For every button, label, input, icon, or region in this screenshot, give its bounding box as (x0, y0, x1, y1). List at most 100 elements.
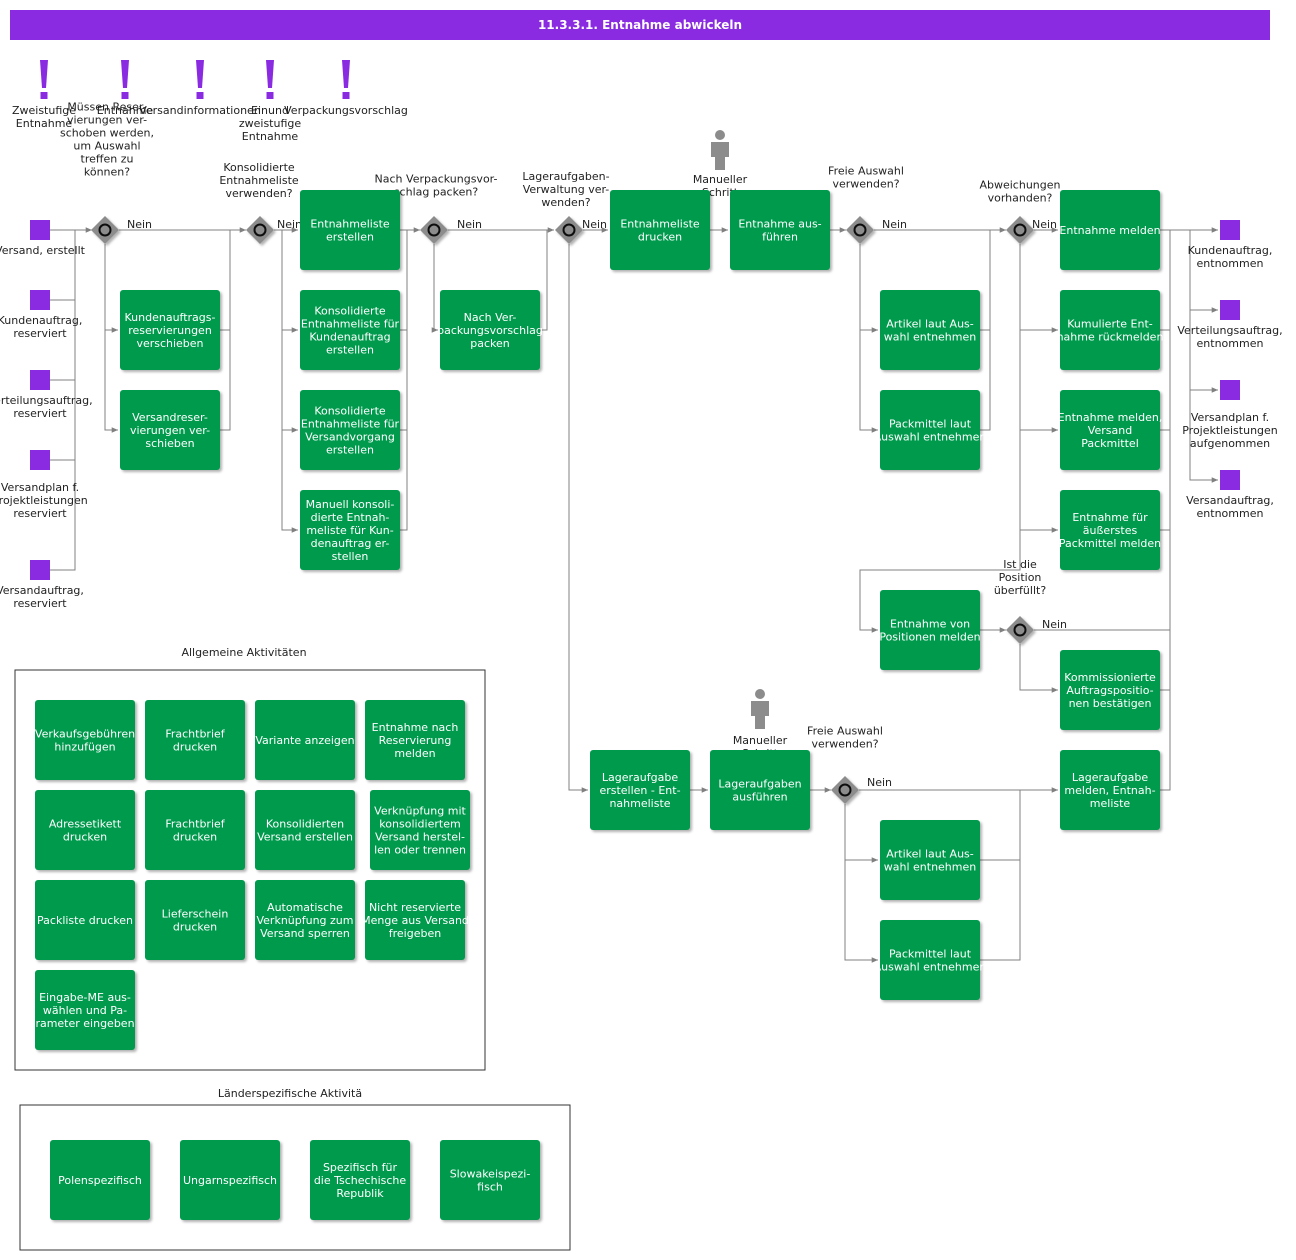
event-label: Kundenauftrag,entnommen (1188, 244, 1273, 270)
activity-label: Slowakeispezi-fisch (450, 1168, 531, 1194)
square-event-icon (1220, 300, 1240, 320)
activity-label: Artikel laut Aus-wahl entnehmen (884, 318, 977, 344)
activity-label: Ungarnspezifisch (183, 1174, 277, 1187)
gateway-g4[interactable]: Lageraufgaben-Verwaltung ver-wenden?Nein (522, 170, 610, 244)
end-event-e4[interactable]: Versandauftrag,entnommen (1186, 470, 1274, 520)
square-event-icon (30, 560, 50, 580)
general-activities-title: Allgemeine Aktivitäten (181, 646, 306, 659)
general-activity-ga9[interactable]: Packliste drucken (35, 880, 135, 960)
event-label: Versand, erstellt (0, 244, 86, 257)
start-event-s5[interactable]: Versandauftrag,reserviert (0, 560, 84, 610)
start-event-s2[interactable]: Kundenauftrag,reserviert (0, 290, 82, 340)
country-activity-ca4[interactable]: Slowakeispezi-fisch (440, 1140, 540, 1220)
activity-a12[interactable]: Entnahme melden (1059, 190, 1161, 270)
gateway-question: Müssen Reser-vierungen ver-schoben werde… (60, 101, 154, 179)
square-event-icon (30, 450, 50, 470)
start-event-s1[interactable]: Versand, erstellt (0, 220, 86, 257)
gateway-diamond-icon (420, 216, 448, 244)
event-label: Versandauftrag,entnommen (1186, 494, 1274, 520)
gateway-diamond-icon (1006, 616, 1034, 644)
start-event-s3[interactable]: Verteilungsauftrag,reserviert (0, 370, 93, 420)
gateway-g3[interactable]: Nach Verpackungsvor-schlag packen?Nein (375, 173, 498, 245)
trigger-t5: Verpackungsvorschlag (284, 60, 408, 117)
exclamation-icon (121, 60, 129, 99)
trigger-t3: Versandinformationen (139, 60, 261, 117)
activity-a20[interactable]: Artikel laut Aus-wahl entnehmen (880, 820, 980, 900)
general-activity-ga3[interactable]: Variante anzeigen (255, 700, 355, 780)
event-label: Versandauftrag,reserviert (0, 584, 84, 610)
end-event-e2[interactable]: Verteilungsauftrag,entnommen (1177, 300, 1283, 350)
gateway-diamond-icon (246, 216, 274, 244)
country-activity-ca2[interactable]: Ungarnspezifisch (180, 1140, 280, 1220)
activity-a2[interactable]: Versandreser-vierungen ver-schieben (120, 390, 220, 470)
activity-a10[interactable]: Artikel laut Aus-wahl entnehmen (880, 290, 980, 370)
general-activity-ga13[interactable]: Eingabe-ME aus-wählen und Pa-rameter ein… (35, 970, 135, 1050)
activity-label: Eingabe-ME aus-wählen und Pa-rameter ein… (35, 991, 134, 1030)
activity-label: Entnahme aus-führen (738, 218, 821, 244)
square-event-icon (30, 220, 50, 240)
end-event-e1[interactable]: Kundenauftrag,entnommen (1188, 220, 1273, 270)
exclamation-icon (342, 60, 350, 99)
square-event-icon (1220, 470, 1240, 490)
gateway-g1[interactable]: Müssen Reser-vierungen ver-schoben werde… (60, 101, 154, 245)
activity-label: Variante anzeigen (255, 734, 354, 747)
activity-a13[interactable]: Kumulierte Ent-nahme rückmelden (1057, 290, 1164, 370)
activity-label: Versandreser-vierungen ver-schieben (130, 411, 210, 450)
country-activity-ca1[interactable]: Polenspezifisch (50, 1140, 150, 1220)
gateway-no-label: Nein (582, 218, 607, 231)
person-icon (711, 130, 729, 170)
gateway-diamond-icon (555, 216, 583, 244)
activity-a6[interactable]: Manuell konsoli-dierte Entnah-meliste fü… (300, 490, 400, 570)
activity-a9[interactable]: Entnahme aus-führen (730, 190, 830, 270)
